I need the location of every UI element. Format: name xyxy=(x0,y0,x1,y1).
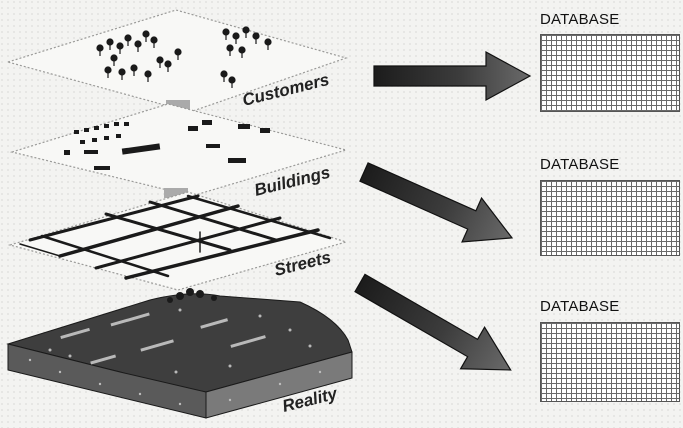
customer-pin xyxy=(110,54,118,66)
street xyxy=(28,194,200,242)
arrow-down-right-icon xyxy=(359,162,514,243)
customer-pin xyxy=(252,32,260,44)
customer-pin xyxy=(104,66,112,78)
customer-pin xyxy=(144,70,152,82)
customer-pin xyxy=(116,42,124,54)
arrow-streets-to-database xyxy=(354,273,512,371)
customer-pin xyxy=(106,38,114,50)
building xyxy=(84,150,98,154)
building xyxy=(74,130,79,134)
street xyxy=(148,200,278,242)
street xyxy=(40,234,170,278)
arrow-customers-to-database xyxy=(373,50,532,102)
street xyxy=(94,216,282,270)
building xyxy=(124,122,129,126)
customer-pin xyxy=(130,64,138,76)
customer-pin xyxy=(222,28,230,40)
customer-pin xyxy=(134,40,142,52)
terrain-front-right xyxy=(205,351,353,419)
building-footprints xyxy=(64,120,270,170)
building xyxy=(80,140,85,144)
layer-reality: Reality xyxy=(6,288,353,419)
database-grid xyxy=(540,322,680,402)
customer-pin xyxy=(220,70,228,82)
terrain-side-speckle xyxy=(28,358,322,406)
customer-pin xyxy=(238,46,246,58)
customer-pin xyxy=(156,56,164,68)
layer-streets: Streets xyxy=(7,191,349,291)
arrow-buildings-to-database xyxy=(359,162,514,243)
building xyxy=(64,150,70,155)
customer-pin xyxy=(264,38,272,50)
street xyxy=(186,194,332,240)
building xyxy=(260,128,270,133)
arrow-down-right-icon xyxy=(354,273,512,371)
database-title: DATABASE xyxy=(540,11,620,28)
building xyxy=(94,166,110,170)
building xyxy=(94,126,99,130)
customers-plane xyxy=(5,9,349,113)
building xyxy=(206,144,220,148)
arrow-right-icon xyxy=(373,50,532,102)
customer-pin xyxy=(226,44,234,56)
layer-buildings: Buildings xyxy=(9,103,349,200)
street xyxy=(124,228,320,280)
building xyxy=(228,158,246,163)
building xyxy=(238,124,250,129)
database-grid xyxy=(540,180,680,256)
building xyxy=(104,136,109,140)
customer-pin xyxy=(242,26,250,38)
street-network xyxy=(19,194,332,280)
customer-markers xyxy=(96,26,272,88)
building xyxy=(202,120,212,125)
building xyxy=(188,126,198,131)
street xyxy=(58,204,240,258)
customer-pin xyxy=(164,60,172,72)
database-title: DATABASE xyxy=(540,298,620,315)
streets-plane xyxy=(7,191,349,291)
database-title: DATABASE xyxy=(540,156,620,173)
customer-pin xyxy=(124,34,132,46)
customer-pin xyxy=(118,68,126,80)
buildings-connector xyxy=(164,188,188,198)
customer-pin xyxy=(174,48,182,60)
customer-pin xyxy=(142,30,150,42)
street xyxy=(104,212,232,252)
database-grid xyxy=(540,34,680,112)
terrain-trees xyxy=(167,288,217,303)
customer-pin xyxy=(150,36,158,48)
building xyxy=(84,128,89,132)
building xyxy=(116,134,121,138)
customer-pin xyxy=(232,32,240,44)
customers-connector xyxy=(166,100,190,110)
customer-pin xyxy=(228,76,236,88)
building xyxy=(104,124,109,128)
street xyxy=(19,243,61,257)
building xyxy=(114,122,119,126)
customer-pin xyxy=(96,44,104,56)
terrain-detail xyxy=(48,308,312,374)
building xyxy=(121,143,161,155)
building xyxy=(92,138,97,142)
